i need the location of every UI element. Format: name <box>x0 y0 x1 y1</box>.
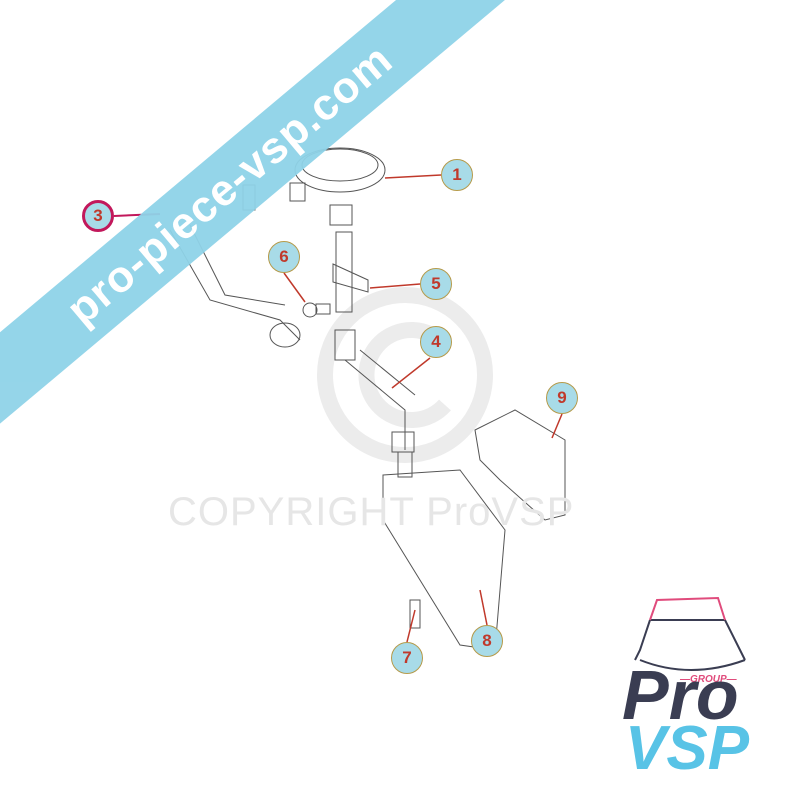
callout-part-1[interactable]: 1 <box>441 159 473 191</box>
callout-part-4[interactable]: 4 <box>420 326 452 358</box>
callout-part-8[interactable]: 8 <box>471 625 503 657</box>
callout-part-3[interactable]: 3 <box>82 200 114 232</box>
logo-group-text: —GROUP— <box>680 674 737 685</box>
callout-part-6[interactable]: 6 <box>268 241 300 273</box>
callout-part-9[interactable]: 9 <box>546 382 578 414</box>
callout-part-5[interactable]: 5 <box>420 268 452 300</box>
callout-part-7[interactable]: 7 <box>391 642 423 674</box>
copyright-watermark: COPYRIGHT ProVSP <box>168 490 575 534</box>
logo-pro-text: Pro <box>622 656 739 734</box>
logo-vsp-text: VSP <box>625 714 750 783</box>
